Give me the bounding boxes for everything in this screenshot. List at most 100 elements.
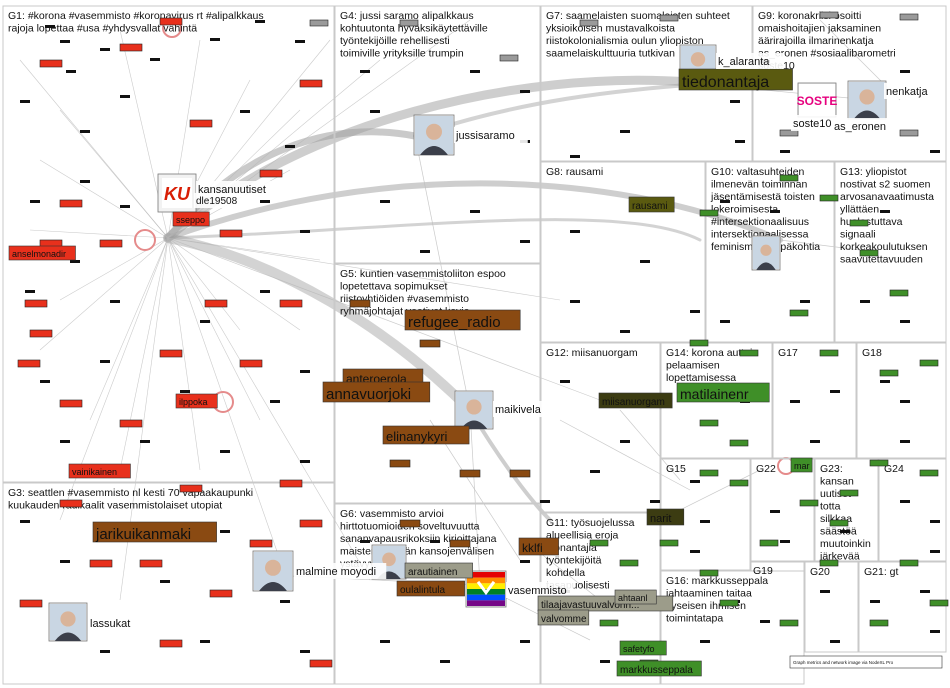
isolate-vertex [590,470,600,473]
vertex-green [700,420,718,426]
vertex-red [280,300,302,307]
refugee_radio-label-text: refugee_radio [408,314,501,331]
isolate-vertex [150,58,160,61]
isolate-vertex [120,205,130,208]
vertex-red [220,230,242,237]
vasemmisto-label-text: vasemmisto [508,585,567,597]
group-label-g23: G23:kansanuutisettottasilkkaasäästöämuut… [819,463,871,563]
isolate-vertex [200,640,210,643]
isolate-vertex [560,380,570,383]
maijavaris-label-text: mar [794,461,810,471]
isolate-vertex [255,20,265,23]
maikivela-avatar-head [466,399,481,414]
markkusseppala-label-text: markkusseppala [620,665,693,676]
isolate-vertex [260,290,270,293]
vertex-label-as_eronen: as_eronen [832,118,893,134]
vertex-red [280,480,302,487]
vertex-label-naritl: narit [647,509,684,525]
isolate-vertex [220,450,230,453]
edge [40,160,168,238]
kklfi-label-text: kklfi [522,541,543,555]
vertex-green [620,560,638,566]
oulalintula-label-text: oulalintula [400,585,445,596]
edge [560,420,690,490]
jussisaramo-avatar-head [426,124,442,140]
isolate-vertex [280,600,290,603]
isolate-vertex [285,145,295,148]
vertex-label-ilppoka: ilppoka [176,394,217,408]
vertex-green [820,560,838,566]
isolate-vertex [810,440,820,443]
vertex-red [25,300,47,307]
isolate-vertex [70,260,80,263]
vertex-grey [580,20,598,26]
group-label-g21: G21: gt [864,566,899,578]
vertex-green [870,460,888,466]
k_alaranta-avatar-head [691,52,705,66]
isolate-vertex [900,500,910,503]
lassukat-avatar [49,603,87,641]
isolate-vertex [930,520,940,523]
jarikuikanmaki-label-text: jarikuikanmaki [95,526,191,543]
vertex-label-kklfi: kklfi [519,538,559,555]
isolate-vertex [20,520,30,523]
vertex-label-lassukat: lassukat [88,615,143,631]
malmine-avatar-head [265,560,281,576]
isolate-vertex [300,370,310,373]
isolate-vertex [300,650,310,653]
vertex-green [700,210,718,216]
isolate-vertex [300,230,310,233]
vertex-green [790,310,808,316]
isolate-vertex [430,540,440,543]
ilppoka-label-text: ilppoka [179,397,208,407]
isolate-vertex [520,640,530,643]
isolate-vertex [620,440,630,443]
vertex-label-jarikuikanmaki: jarikuikanmaki [93,522,217,543]
isolate-vertex [720,320,730,323]
vertex-red [160,640,182,647]
isolate-vertex [520,90,530,93]
vertex-green [730,440,748,446]
isolate-vertex [380,640,390,643]
isolate-vertex [700,520,710,523]
vertex-red [160,18,182,25]
vertex-green [880,370,898,376]
group-label-g18: G18 [862,347,882,359]
vertex-red [260,170,282,177]
isolate-vertex [840,530,850,533]
isolate-vertex [110,300,120,303]
vertex-red [190,120,212,127]
vertex-red [90,560,112,567]
vertex-green [590,540,608,546]
vertex-green [830,520,848,526]
jussisaramo-avatar [414,115,454,155]
vertex-label-anselmonadir: anselmonadir [9,246,75,260]
group-label-g13: G13: yliopistotnostivat s2 suomenarvosan… [840,166,934,266]
isolate-vertex [600,660,610,663]
isolate-vertex [440,660,450,663]
vasemmisto-avatar-stripe [467,583,505,589]
vertex-label-refugee_radio: refugee_radio [405,310,520,331]
vertex-green [700,470,718,476]
isolate-vertex [570,300,580,303]
group-label-g8: G8: rausami [546,166,603,178]
soste10-avatar: SOSTE [797,83,838,117]
malminmoyodi-label-text: malmine moyodi [296,566,376,578]
vertex-label-malminmoyodi: malmine moyodi [294,563,386,579]
vertex-green [840,490,858,496]
vertex-red [40,60,62,67]
group-label-g20: G20 [810,566,830,578]
vertex-grey [900,130,918,136]
vertex-grey [400,20,418,26]
isolate-vertex [80,130,90,133]
vertex-grey [900,14,918,20]
vertex-red [180,485,202,492]
isolate-vertex [770,510,780,513]
group-label-g19: G19 [753,565,773,577]
isolate-vertex [140,440,150,443]
vertex-label-miisanuorgam: miisanuorgam [599,393,672,408]
vertex-label-arautiainen: arautiainen [405,563,473,578]
isolate-vertex [45,25,55,28]
vertex-green [930,600,948,606]
